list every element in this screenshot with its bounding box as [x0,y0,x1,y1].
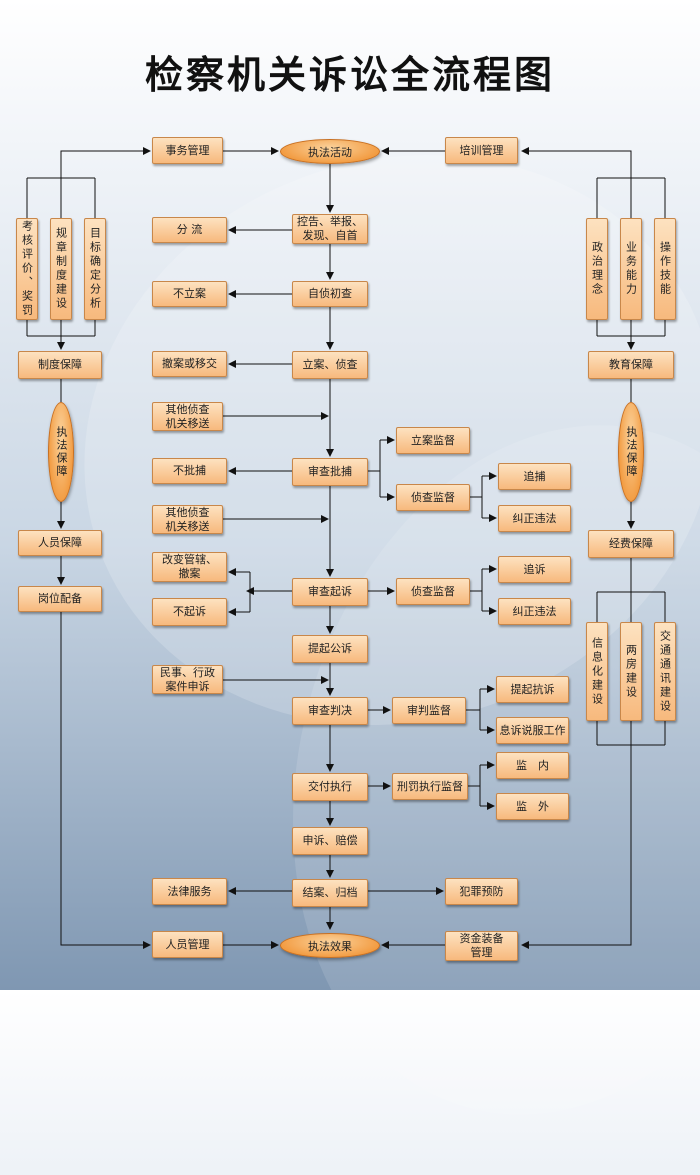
node-jiean-guidang: 结案、归档 [292,879,368,907]
node-qita-yisong-1: 其他侦查 机关移送 [152,402,223,431]
node-tiqi-gongsu: 提起公诉 [292,635,368,663]
node-gaibian-guanxia: 改变管辖、 撤案 [152,552,227,582]
connector-lines [26,147,666,949]
node-caozuo-jineng: 操作技能 [654,218,676,320]
node-bulian: 不立案 [152,281,227,307]
node-jiannei: 监 内 [496,752,569,779]
node-falv-fuwu: 法律服务 [152,878,227,905]
node-xingfa-zhixing-jiandu: 刑罚执行监督 [392,773,468,800]
node-liangfang-jianshe: 两房建设 [620,622,642,721]
node-shencha-panjue: 审查判决 [292,697,368,725]
node-zhencha-jiandu-2: 侦查监督 [396,578,470,605]
node-gangwei-peibei: 岗位配备 [18,586,102,612]
node-minshi-shensu: 民事、行政 案件申诉 [152,665,223,694]
node-mubiao-queding: 目标确定分析 [84,218,106,320]
node-bupibu: 不批捕 [152,458,227,484]
node-zhengzhi-linian: 政治理念 [586,218,608,320]
node-buqisu: 不起诉 [152,598,227,626]
node-peixun-guanli: 培训管理 [445,137,518,164]
node-jiuzheng-weifa-2: 纠正违法 [498,598,571,625]
node-zhidu-baozhang: 制度保障 [18,351,102,379]
node-zhuisu: 追诉 [498,556,571,583]
node-chean-yijiao: 撤案或移交 [152,351,227,377]
node-fenliu: 分 流 [152,217,227,243]
node-shensu-peichang: 申诉、赔偿 [292,827,368,855]
node-tiqi-kangsu: 提起抗诉 [496,676,569,703]
node-konggao: 控告、举报、 发现、自首 [292,214,368,244]
node-jiaoyu-baozhang: 教育保障 [588,351,674,379]
node-kaohe-pingjia: 考核评价、奖罚 [16,218,38,320]
node-zijin-zhuangbei: 资金装备 管理 [445,931,518,961]
node-renyuan-guanli: 人员管理 [152,931,223,958]
node-zhuibu: 追捕 [498,463,571,490]
node-jiaotong-tongxun: 交通通讯建设 [654,622,676,721]
node-zhifa-xiaoguo: 执法效果 [280,933,380,958]
node-guizhang-zhidu: 规章制度建设 [50,218,72,320]
node-lian-zhencha: 立案、侦查 [292,351,368,379]
node-shenpan-jiandu: 审判监督 [392,697,466,724]
node-zhifa-huodong: 执法活动 [280,139,380,164]
node-zhencha-jiandu-1: 侦查监督 [396,484,470,511]
node-zhifa-baozhang-right: 执法保障 [618,402,644,502]
node-shencha-pibu: 审查批捕 [292,458,368,486]
node-jingfei-baozhang: 经费保障 [588,530,674,558]
node-yewu-nengli: 业务能力 [620,218,642,320]
node-jiuzheng-weifa-1: 纠正违法 [498,505,571,532]
node-zizhen-chucha: 自侦初查 [292,281,368,307]
page-title: 检察机关诉讼全流程图 [144,52,555,97]
node-qita-yisong-2: 其他侦查 机关移送 [152,505,223,534]
node-fanzui-yufang: 犯罪预防 [445,878,518,905]
node-xisu-shuofu: 息诉说服工作 [496,717,569,744]
node-lian-jiandu: 立案监督 [396,427,470,454]
node-jianwai: 监 外 [496,793,569,820]
node-shiwu-guanli: 事务管理 [152,137,223,164]
node-jiaofu-zhixing: 交付执行 [292,773,368,801]
node-xinxihua-jianshe: 信息化建设 [586,622,608,721]
node-renyuan-baozhang: 人员保障 [18,530,102,556]
node-shencha-qisu: 审查起诉 [292,578,368,606]
node-zhifa-baozhang-left: 执法保障 [48,402,74,502]
